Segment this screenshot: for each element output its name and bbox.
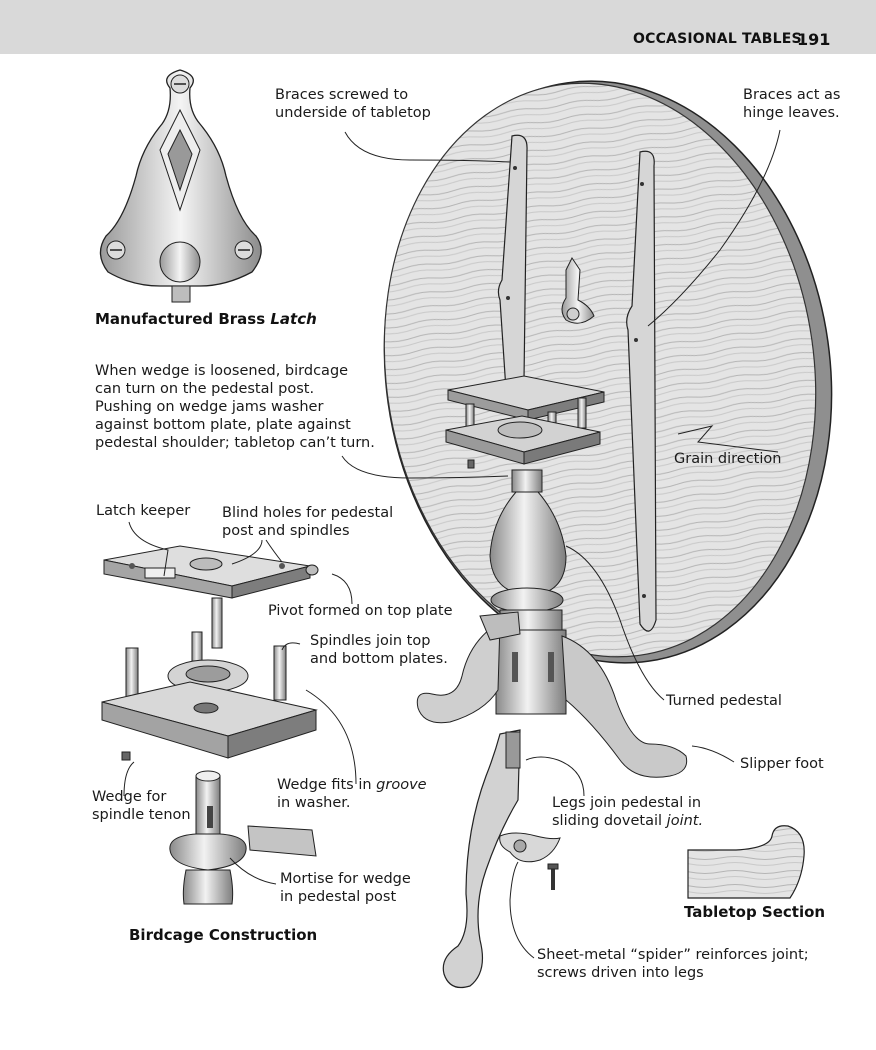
callout-line: Braces screwed to [275, 87, 409, 103]
callout-line: spindle tenon [92, 807, 191, 823]
callout-line: Wedge for [92, 789, 167, 805]
callout-line: Legs join pedestal in [552, 795, 702, 811]
callout-line: post and spindles [222, 523, 350, 539]
sheet-metal-spider [499, 832, 561, 890]
section-title: OCCASIONAL TABLES [633, 31, 802, 47]
page-number: 191 [797, 30, 831, 49]
callout-leaders [123, 129, 781, 959]
callout-italic: joint. [666, 813, 704, 829]
callout-turned-pedestal: Turned pedestal [666, 693, 782, 709]
latch-caption: Manufactured Brass Latch [95, 310, 317, 328]
callout-mortise: Mortise for wedge in pedestal post [280, 870, 411, 906]
callout-line: can turn on the pedestal post. [95, 381, 315, 397]
callout-line: Blind holes for pedestal [222, 505, 394, 521]
callout-wedge-loosened: When wedge is loosened, birdcage can tur… [95, 362, 375, 452]
callout-line: and bottom plates. [310, 651, 448, 667]
callout-grain-direction: Grain direction [674, 451, 782, 467]
callout-line: underside of tabletop [275, 105, 431, 121]
callout-line: in washer. [277, 795, 351, 811]
callout-wedge-groove: Wedge fits in groove in washer. [277, 776, 427, 812]
latch-caption-italic: Latch [270, 310, 317, 328]
callout-line: against bottom plate, plate against [95, 417, 351, 433]
callout-legs-join: Legs join pedestal in sliding dovetail j… [552, 794, 703, 830]
latch-caption-text: Manufactured Brass [95, 310, 271, 328]
callout-blind-holes: Blind holes for pedestal post and spindl… [222, 504, 393, 540]
callout-line: sliding dovetail [552, 813, 667, 829]
brass-latch-drawing [99, 69, 262, 303]
turned-pedestal [489, 469, 567, 715]
callout-braces-screwed: Braces screwed to underside of tabletop [275, 86, 431, 122]
callout-line: When wedge is loosened, birdcage [95, 363, 349, 379]
callout-line: Sheet-metal “spider” reinforces joint; [537, 947, 809, 963]
callout-italic: groove [376, 777, 427, 793]
callout-line: screws driven into legs [537, 965, 704, 981]
page-header-band [0, 0, 876, 54]
callout-slipper-foot: Slipper foot [740, 756, 824, 772]
right-brace [626, 150, 657, 632]
pedestal-legs [416, 611, 688, 778]
callout-spindles-join: Spindles join top and bottom plates. [310, 632, 448, 668]
callout-line: Wedge fits in [277, 777, 377, 793]
callout-latch-keeper: Latch keeper [96, 503, 191, 519]
callout-spider: Sheet-metal “spider” reinforces joint; s… [537, 946, 809, 982]
latch-on-tabletop [561, 257, 595, 324]
assembled-birdcage [445, 375, 605, 469]
birdcage-caption: Birdcage Construction [129, 926, 318, 944]
exploded-birdcage [101, 545, 319, 905]
callout-line: pedestal shoulder; tabletop can’t turn. [95, 435, 375, 451]
tabletop-section-caption: Tabletop Section [684, 903, 826, 921]
callout-line: Spindles join top [310, 633, 431, 649]
callout-line: Pushing on wedge jams washer [95, 399, 324, 415]
callout-braces-hinge: Braces act as hinge leaves. [743, 86, 840, 122]
single-leg [442, 729, 521, 989]
tabletop [383, 80, 833, 664]
callout-line: Mortise for wedge [280, 871, 411, 887]
callout-line: Braces act as [743, 87, 841, 103]
callout-line: in pedestal post [280, 889, 397, 905]
callout-line: hinge leaves. [743, 105, 840, 121]
callout-wedge-tenon: Wedge for spindle tenon [92, 788, 191, 824]
callout-pivot: Pivot formed on top plate [268, 603, 453, 619]
tabletop-section-drawing [687, 825, 805, 899]
